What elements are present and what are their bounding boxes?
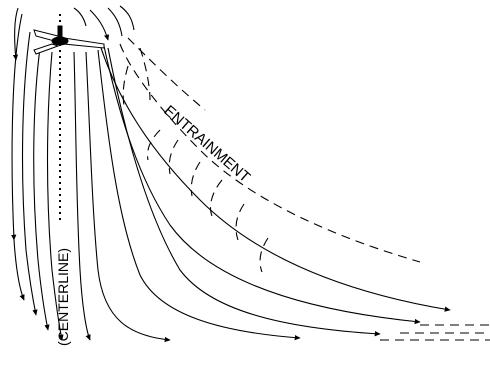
entrainment-streamlines [120, 38, 490, 340]
ceiling-fan-icon [34, 26, 104, 54]
streamline [34, 48, 48, 330]
streamline [98, 50, 300, 338]
streamline [140, 48, 150, 100]
streamline [120, 6, 134, 30]
streamline [148, 130, 161, 160]
streamline [74, 8, 86, 26]
entrainment-label: ENTRAINMENT [160, 102, 253, 186]
streamline [104, 46, 420, 322]
streamline [191, 162, 200, 196]
fan-recirculation-streamlines [15, 6, 134, 60]
streamline [120, 44, 420, 262]
streamline [260, 238, 268, 272]
streamline [108, 48, 380, 334]
streamline [100, 45, 450, 310]
streamline [210, 180, 222, 216]
centerline-label: (CENTERLINE) [55, 248, 71, 346]
streamline [90, 10, 108, 40]
streamline [128, 38, 205, 110]
streamline [108, 8, 122, 36]
downflow-streamlines [12, 14, 450, 340]
streamline [169, 140, 178, 174]
